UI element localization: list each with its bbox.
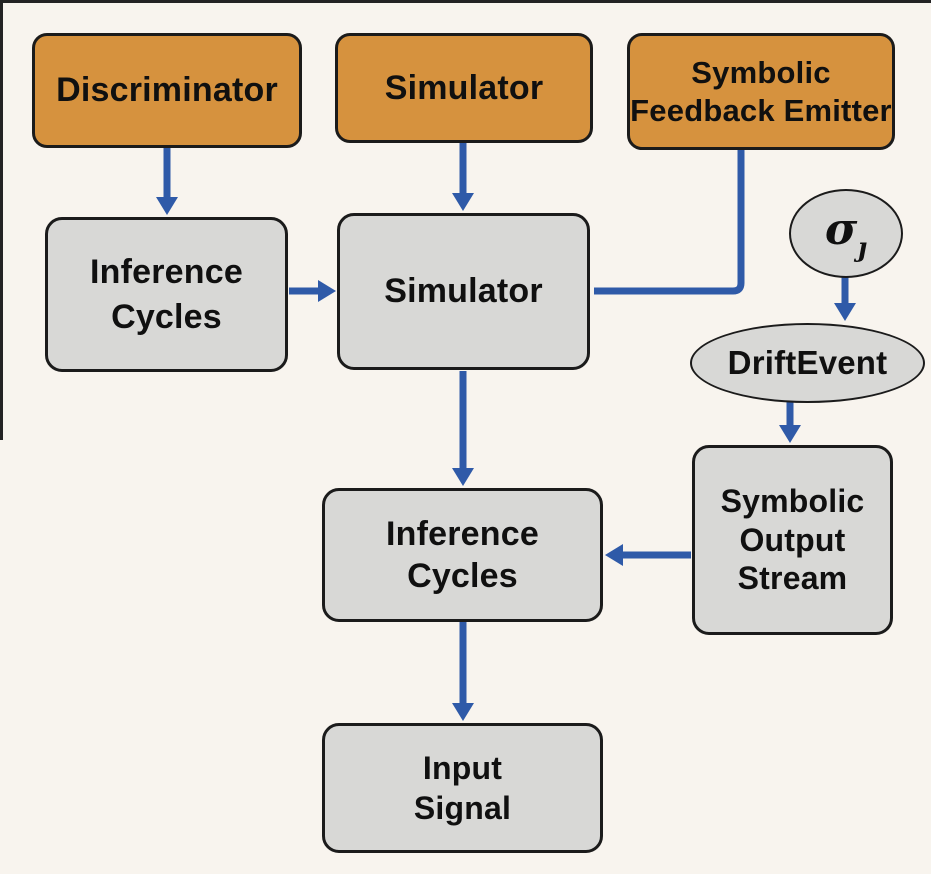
edge-sigma-to-drift-event bbox=[834, 277, 856, 321]
node-label-line: Feedback Emitter bbox=[630, 92, 892, 128]
node-sigma-j: σȷ bbox=[789, 189, 903, 278]
figure-left-border bbox=[0, 0, 3, 440]
node-inference-cycles-mid: Inference Cycles bbox=[322, 488, 603, 622]
node-label: DriftEvent bbox=[727, 344, 888, 381]
node-label-line: Output bbox=[739, 521, 846, 558]
node-label-line: Stream bbox=[737, 560, 848, 597]
node-label-line: Inference bbox=[386, 514, 539, 553]
edge-inference-cycles-left-to-simulator-mid bbox=[289, 280, 336, 302]
sigma-symbol: σ bbox=[824, 204, 858, 255]
node-label-line: Signal bbox=[413, 790, 512, 826]
figure-top-border bbox=[0, 0, 931, 3]
node-label: Simulator bbox=[384, 68, 544, 107]
edge-simulator-top-to-simulator-mid bbox=[452, 142, 474, 211]
node-label-line: Symbolic bbox=[720, 483, 865, 520]
node-simulator-top: Simulator bbox=[335, 33, 593, 143]
node-label: Discriminator bbox=[56, 71, 278, 109]
node-label-line: Cycles bbox=[111, 297, 222, 336]
node-symbolic-feedback-emitter: Symbolic Feedback Emitter bbox=[627, 33, 895, 150]
node-label-line: Symbolic bbox=[691, 54, 831, 90]
node-simulator-mid: Simulator bbox=[337, 213, 590, 370]
edge-discriminator-to-inference-cycles-left bbox=[156, 148, 178, 215]
edge-drift-event-to-symbolic-output-stream bbox=[779, 402, 801, 443]
node-label-line: Inference bbox=[90, 253, 243, 292]
edge-simulator-mid-to-inference-cycles-mid bbox=[452, 371, 474, 486]
edge-inference-cycles-mid-to-input-signal bbox=[452, 621, 474, 721]
edge-feedback-emitter-to-simulator-mid bbox=[594, 149, 745, 295]
node-symbolic-output-stream: Symbolic Output Stream bbox=[692, 445, 893, 635]
node-label-line: Cycles bbox=[407, 557, 518, 595]
sigma-subscript: ȷ bbox=[857, 233, 868, 263]
node-discriminator: Discriminator bbox=[32, 33, 302, 148]
node-label-line: Input bbox=[422, 750, 503, 786]
node-label: Simulator bbox=[384, 272, 543, 310]
edge-symbolic-output-stream-to-inference-cycles-mid bbox=[605, 544, 691, 566]
node-drift-event: DriftEvent bbox=[690, 323, 925, 403]
node-input-signal: Input Signal bbox=[322, 723, 603, 853]
node-inference-cycles-left: Inference Cycles bbox=[45, 217, 288, 372]
